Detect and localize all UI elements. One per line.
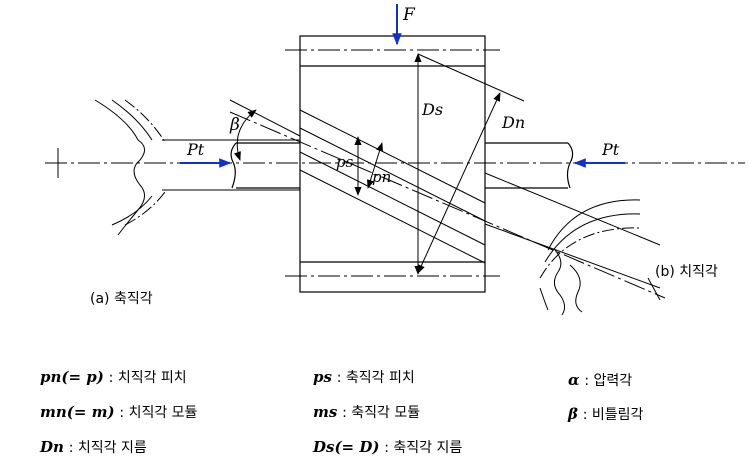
legend-beta: β : 비틀림각: [568, 404, 643, 424]
gear-body: [299, 35, 486, 293]
label-Ds: Ds: [421, 100, 443, 119]
caption-a: (a) 축직각: [90, 291, 153, 307]
legend-beta-label: : 비틀림각: [582, 407, 644, 423]
legend-ms-label: : 축직각 모듈: [342, 405, 421, 421]
legend-alpha: α : 압력각: [568, 370, 632, 390]
legend-dn-symbol: Dn: [40, 438, 64, 456]
legend-ps-label: : 축직각 피치: [336, 370, 415, 386]
label-Pt-left: Pt: [186, 140, 205, 159]
legend-ms: ms : 축직각 모듈: [313, 402, 420, 422]
legend-ds-label: : 축직각 지름: [384, 440, 463, 456]
legend-ds: Ds(= D) : 축직각 지름: [313, 437, 462, 457]
helix-lines: [229, 99, 661, 289]
legend-beta-symbol: β: [568, 405, 578, 423]
legend-alpha-label: : 압력각: [584, 373, 633, 389]
legend-mn-symbol: mn(= m): [40, 403, 115, 421]
legend-ds-symbol: Ds(= D): [313, 438, 380, 456]
label-Pt-right: Pt: [601, 140, 620, 159]
left-shaft: [230, 142, 300, 189]
caption-b: (b) 치직각: [655, 264, 718, 280]
legend-ps: ps : 축직각 피치: [313, 367, 415, 387]
legend-mn: mn(= m) : 치직각 모듈: [40, 402, 197, 422]
legend-ps-symbol: ps: [313, 368, 332, 386]
legend-ms-symbol: ms: [313, 403, 338, 421]
dn-dimension-line: [417, 92, 501, 274]
legend-dn: Dn : 치직각 지름: [40, 437, 147, 457]
legend-pn-symbol: pn(= p): [40, 368, 104, 386]
legend-mn-label: : 치직각 모듈: [119, 405, 198, 421]
dn-extension-line: [417, 53, 525, 102]
label-ps: ps: [336, 153, 354, 171]
right-gear: [539, 199, 661, 316]
right-shaft: [485, 142, 574, 189]
beta-angle-arc: [234, 109, 257, 161]
label-Dn: Dn: [501, 113, 525, 132]
pn-dimension-line: [366, 142, 384, 189]
legend-pn-label: : 치직각 피치: [108, 370, 187, 386]
left-gear: [94, 99, 300, 236]
label-beta: β: [229, 115, 240, 135]
right-extension: [484, 172, 661, 246]
legend-alpha-symbol: α: [568, 371, 580, 389]
legend-dn-label: : 치직각 지름: [68, 440, 147, 456]
label-F: F: [402, 5, 416, 25]
label-pn: pn: [372, 168, 391, 186]
legend-pn: pn(= p) : 치직각 피치: [40, 367, 187, 387]
